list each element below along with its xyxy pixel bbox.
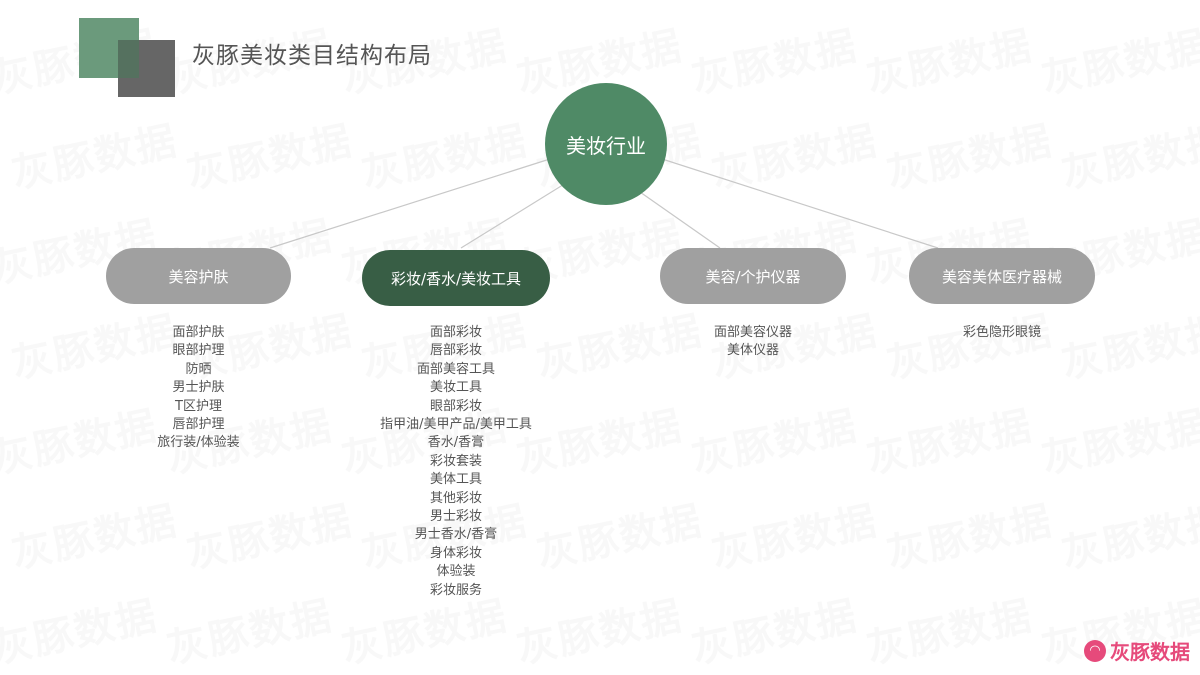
- brand-logo: ◠ 灰豚数据: [1084, 636, 1190, 665]
- subcategory-item: 眼部彩妆: [429, 398, 482, 414]
- subcategory-list-devices: 面部美容仪器美体仪器: [660, 324, 846, 361]
- subcategory-item: 男士彩妆: [429, 509, 482, 525]
- subcategory-list-makeup: 面部彩妆唇部彩妆面部美容工具美妆工具眼部彩妆指甲油/美甲产品/美甲工具香水/香膏…: [346, 324, 566, 600]
- subcategory-item: 美体工具: [429, 472, 482, 488]
- subcategory-item: 面部美容工具: [416, 361, 495, 377]
- connector-line-4: [658, 157, 939, 249]
- subcategory-item: 身体彩妆: [429, 545, 482, 561]
- connector-line-2: [460, 182, 567, 249]
- subcategory-list-medical: 彩色隐形眼镜: [909, 324, 1095, 342]
- category-label: 美容/个护仪器: [705, 267, 801, 286]
- category-node-medical: 美容美体医疗器械: [909, 248, 1095, 304]
- subcategory-item: T区护理: [175, 398, 222, 414]
- root-node: 美妆行业: [545, 83, 667, 205]
- subcategory-item: 美妆工具: [429, 380, 482, 396]
- brand-logo-text: 灰豚数据: [1110, 640, 1190, 664]
- subcategory-item: 面部彩妆: [429, 325, 482, 340]
- decor-square-overlap: [118, 40, 139, 78]
- connector-line-3: [639, 191, 721, 249]
- subcategory-item: 男士护肤: [172, 380, 225, 396]
- category-node-devices: 美容/个护仪器: [660, 248, 846, 304]
- category-node-skincare: 美容护肤: [106, 248, 291, 304]
- category-label: 彩妆/香水/美妆工具: [390, 269, 522, 288]
- connector-line-1: [269, 157, 554, 249]
- subcategory-list-skincare: 面部护肤眼部护理防晒男士护肤 T区护理唇部护理旅行装/体验装: [106, 324, 291, 453]
- subcategory-item: 面部护肤: [172, 325, 225, 340]
- subcategory-item: 指甲油/美甲产品/美甲工具: [380, 417, 532, 433]
- page-title: 灰豚美妆类目结构布局: [192, 43, 432, 69]
- subcategory-item: 美体仪器: [726, 343, 779, 359]
- subcategory-item: 彩妆套装: [429, 453, 482, 469]
- category-label: 美容护肤: [168, 267, 229, 286]
- category-node-makeup: 彩妆/香水/美妆工具: [362, 250, 550, 306]
- subcategory-item: 唇部护理: [172, 417, 225, 433]
- category-label: 美容美体医疗器械: [941, 267, 1062, 286]
- subcategory-item: 眼部护理: [172, 343, 225, 359]
- subcategory-item: 男士香水/香膏: [414, 527, 498, 543]
- subcategory-item: 其他彩妆: [429, 490, 482, 506]
- huitun-logo-icon: ◠: [1084, 639, 1106, 662]
- subcategory-item: 彩色隐形眼镜: [962, 325, 1041, 340]
- subcategory-item: 旅行装/体验装: [157, 435, 240, 451]
- subcategory-item: 彩妆服务: [429, 582, 482, 598]
- subcategory-item: 防晒: [185, 361, 212, 377]
- subcategory-item: 体验装: [436, 564, 476, 580]
- subcategory-item: 唇部彩妆: [429, 343, 482, 359]
- subcategory-item: 面部美容仪器: [713, 325, 792, 340]
- subcategory-item: 香水/香膏: [427, 435, 485, 451]
